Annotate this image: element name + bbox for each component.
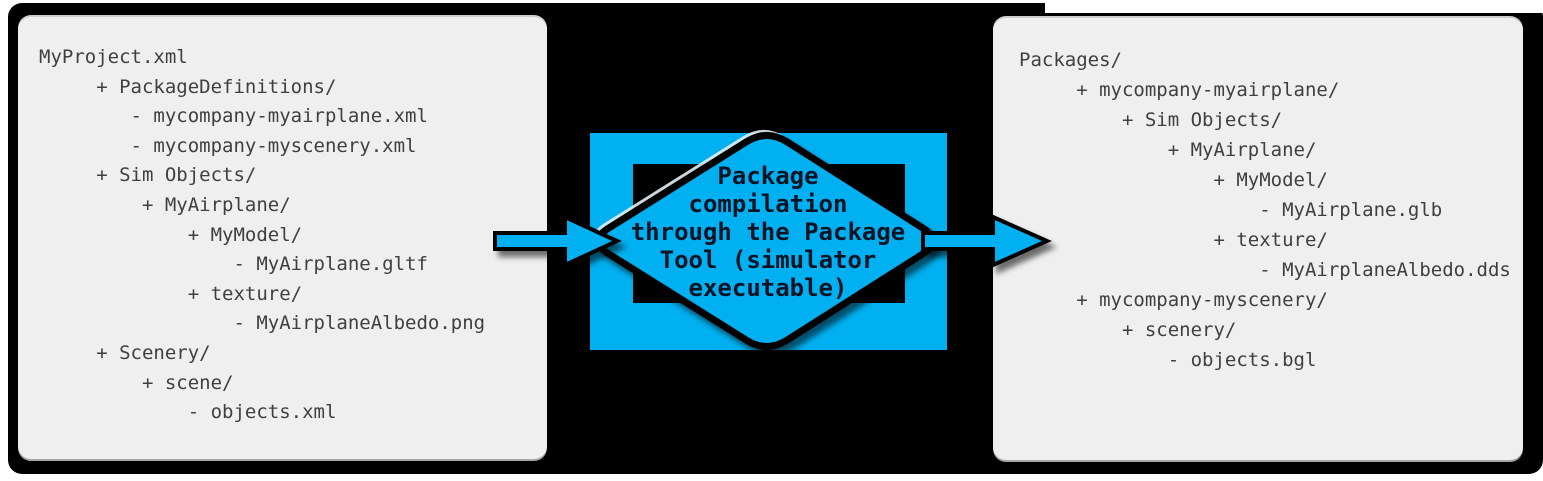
process-label-line-3: through the Package	[631, 218, 906, 246]
input-arrow-icon	[493, 213, 622, 269]
project-source-tree: MyProject.xml + PackageDefinitions/ - my…	[39, 46, 486, 424]
process-label-line-4: Tool (simulator	[660, 246, 877, 274]
page-margin-notch	[1045, 0, 1543, 13]
package-compilation-graphic: Package compilation through the Package …	[493, 129, 1052, 351]
output-arrow-icon	[921, 213, 1052, 269]
project-source-panel: MyProject.xml + PackageDefinitions/ - my…	[18, 17, 547, 459]
packages-output-panel: Packages/ + mycompany-myairplane/ + Sim …	[993, 18, 1523, 460]
process-label-line-1: Package	[717, 162, 818, 190]
process-label-line-5: executable)	[689, 274, 848, 302]
packages-output-tree: Packages/ + mycompany-myairplane/ + Sim …	[1019, 49, 1511, 371]
process-label-line-2: compilation	[689, 190, 848, 218]
